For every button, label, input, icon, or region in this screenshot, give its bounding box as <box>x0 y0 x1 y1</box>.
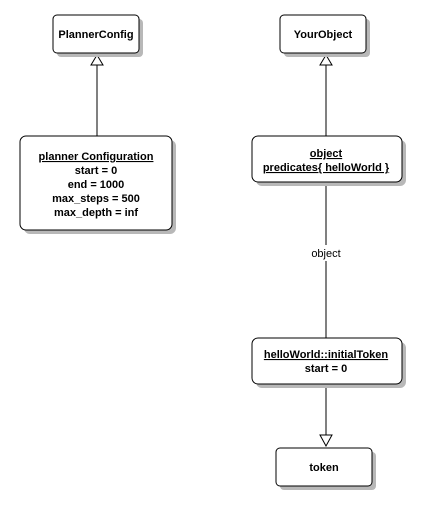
your-object-title: YourObject <box>294 29 353 41</box>
connectors: object <box>90 54 348 448</box>
attribute-max-depth: max_depth = inf <box>54 207 138 219</box>
your-object-class[interactable]: YourObject <box>279 14 370 57</box>
initial-token-title: helloWorld::initialToken <box>264 349 389 361</box>
token-link-arrowhead <box>319 434 333 448</box>
generalization-arrowhead-right <box>319 54 333 66</box>
token-box <box>275 447 373 487</box>
planner-config-class[interactable]: PlannerConfig <box>52 14 143 57</box>
planner-configuration-title: planner Configuration <box>39 151 154 163</box>
initial-token-attribute-start: start = 0 <box>305 363 348 375</box>
token-class[interactable]: token <box>275 447 376 490</box>
planner-configuration-instance[interactable]: planner Configuration start = 0 end = 10… <box>19 135 176 234</box>
generalization-arrowhead-left <box>90 54 104 66</box>
planner-config-title: PlannerConfig <box>58 29 133 41</box>
object-instance-predicates: predicates{ helloWorld } <box>263 162 390 174</box>
object-instance-title: object <box>310 148 343 160</box>
attribute-end: end = 1000 <box>68 179 125 191</box>
object-instance-box <box>251 135 403 183</box>
object-link-label: object <box>311 248 340 260</box>
planner-config-box <box>52 14 140 54</box>
attribute-max-steps: max_steps = 500 <box>52 193 140 205</box>
your-object-box <box>279 14 367 54</box>
object-link-label-bg <box>304 245 348 261</box>
token-title: token <box>309 462 339 474</box>
initial-token-box <box>251 337 403 385</box>
initial-token-instance[interactable]: helloWorld::initialToken start = 0 <box>251 337 406 388</box>
object-instance[interactable]: object predicates{ helloWorld } <box>251 135 406 186</box>
planner-configuration-box <box>19 135 173 231</box>
attribute-start: start = 0 <box>75 165 118 177</box>
